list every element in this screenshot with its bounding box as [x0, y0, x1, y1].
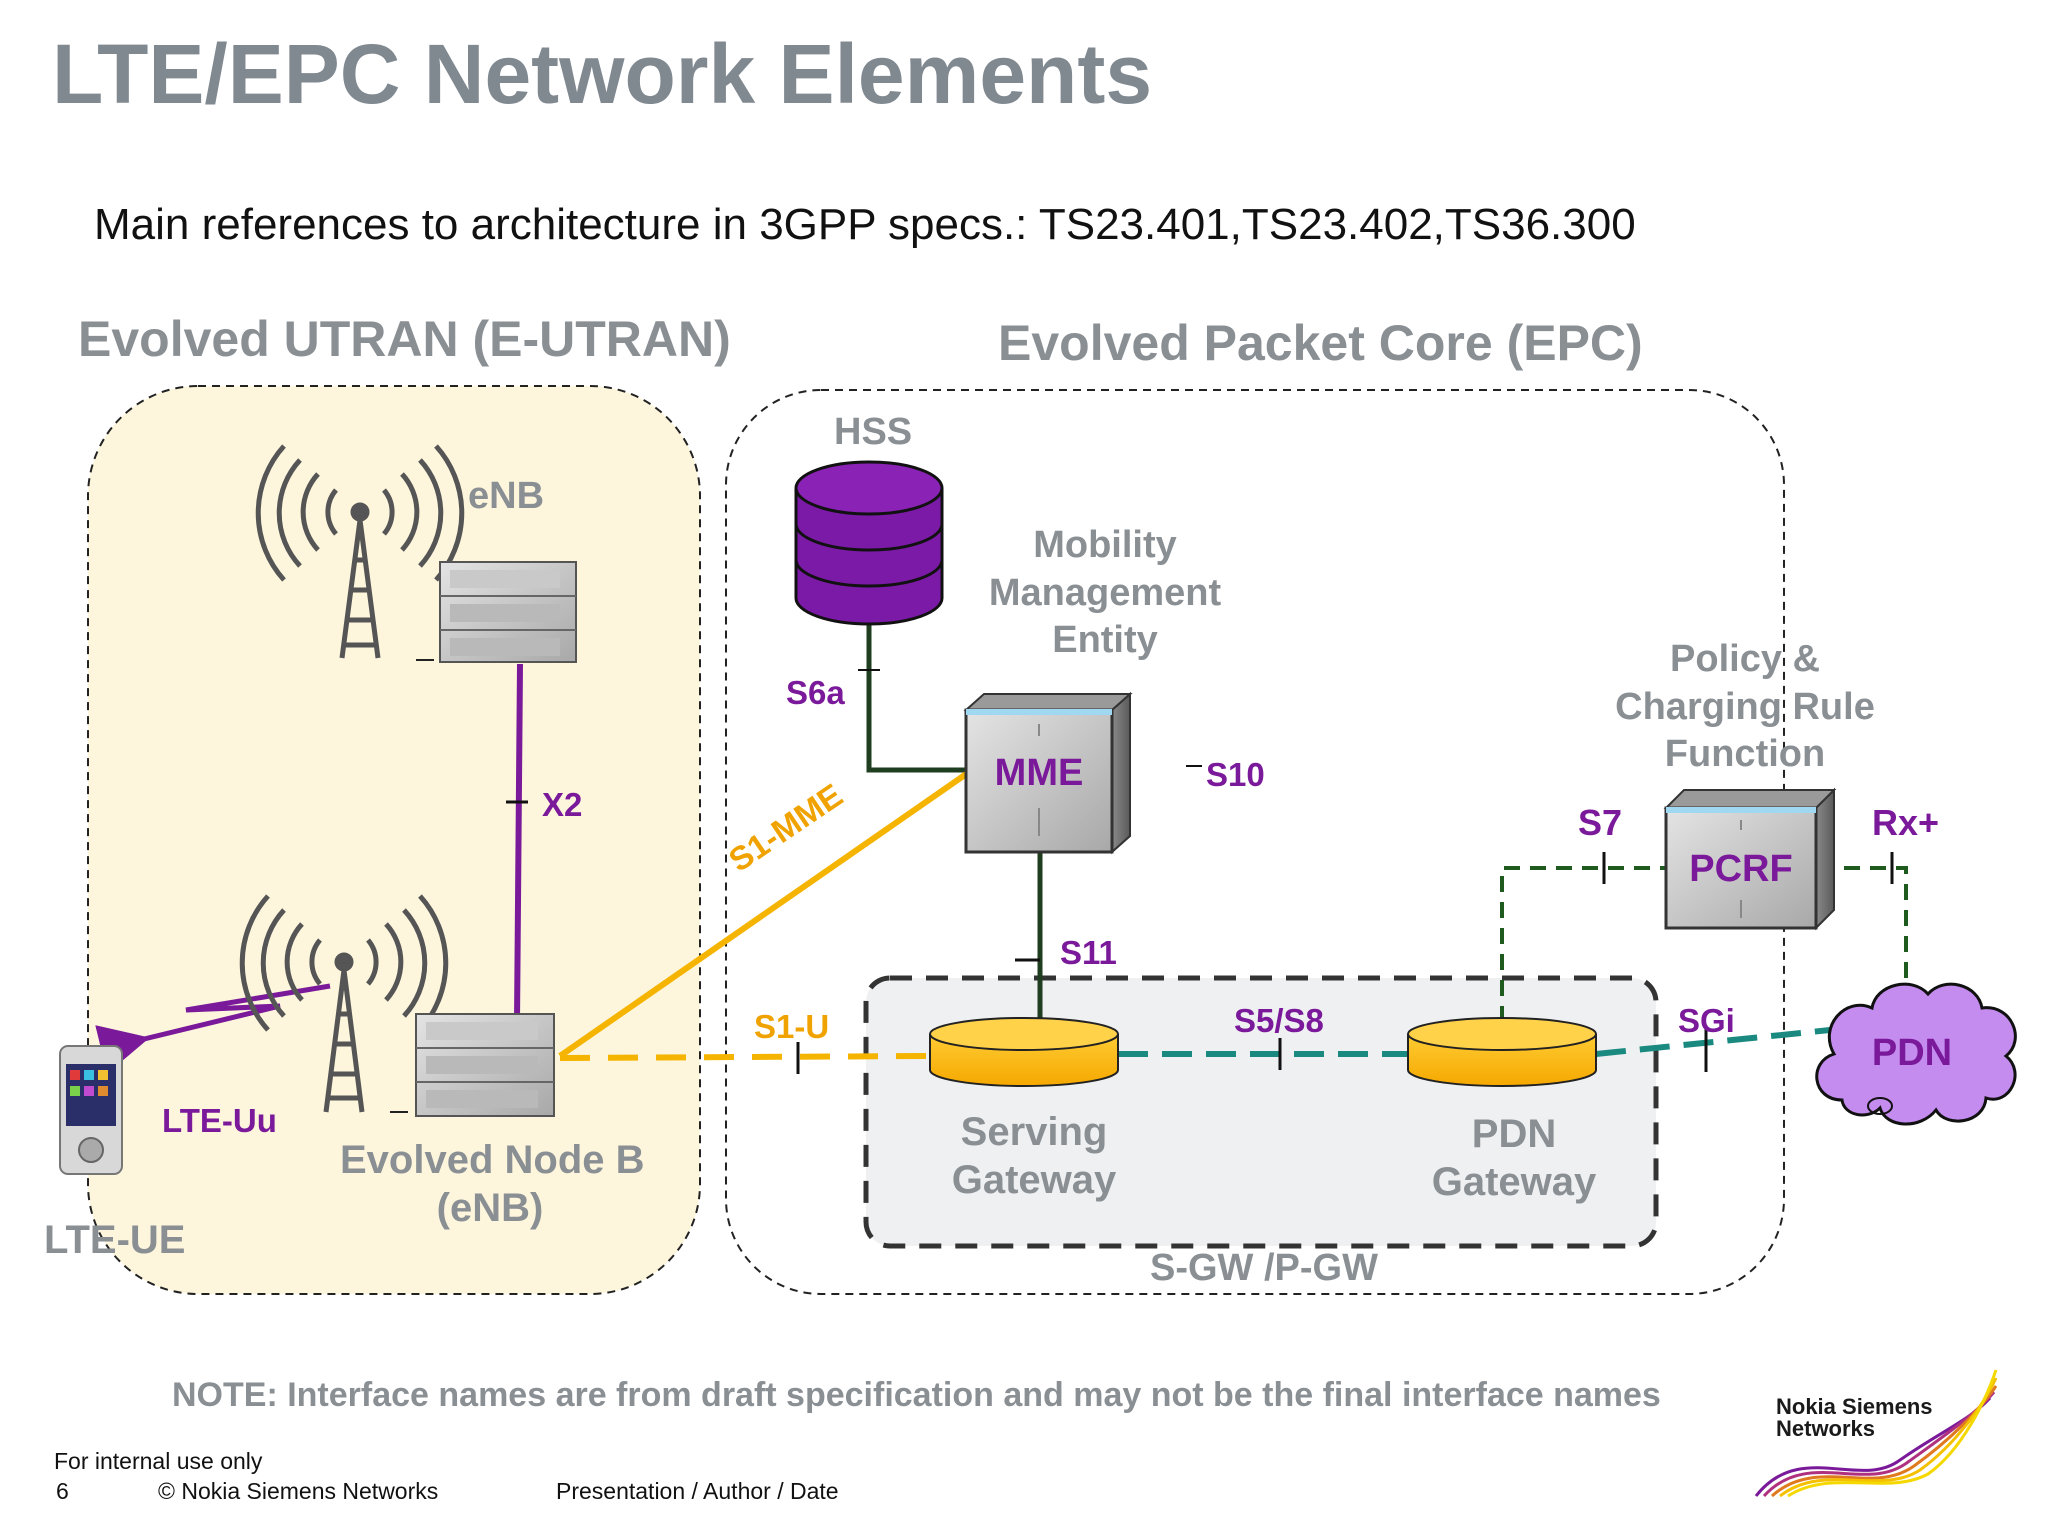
- mme-label: MME: [994, 752, 1084, 794]
- page-title: LTE/EPC Network Elements: [52, 27, 1153, 121]
- rx-label: Rx+: [1872, 802, 1940, 843]
- pdn-label: PDN: [1871, 1032, 1953, 1074]
- mme-box-icon: [963, 691, 1202, 855]
- gateway-group-label: S-GW /P-GW: [1150, 1247, 1378, 1289]
- ue-label: LTE-UE: [44, 1218, 186, 1262]
- footer-copyright: © Nokia Siemens Networks: [158, 1478, 439, 1504]
- s7-label: S7: [1578, 802, 1623, 843]
- s1-u-label: S1-U: [754, 1008, 830, 1045]
- s7-link: [1500, 866, 1668, 1022]
- hss-database-icon: [794, 460, 944, 626]
- serving-gateway-label: Serving Gateway: [951, 1110, 1117, 1202]
- hss-label: HSS: [834, 411, 913, 453]
- enb-top-rack-icon: [416, 561, 577, 663]
- x2-label: X2: [542, 786, 583, 823]
- x2-link: [514, 663, 523, 1023]
- pdn-gateway-icon: [1407, 1017, 1597, 1087]
- serving-gateway-icon: [929, 1017, 1119, 1087]
- note-text: NOTE: Interface names are from draft spe…: [172, 1376, 1661, 1414]
- pcrf-description: Policy & Charging Rule Function: [1615, 638, 1875, 775]
- lte-uu-link: [95, 983, 331, 1074]
- epc-title: Evolved Packet Core (EPC): [998, 315, 1643, 371]
- nsn-logo-text: Nokia Siemens Networks: [1776, 1394, 1933, 1441]
- pdn-gateway-label: PDN Gateway: [1431, 1112, 1597, 1204]
- enb-bottom-label: Evolved Node B (eNB): [340, 1138, 645, 1230]
- nsn-logo-icon: [1754, 1369, 1998, 1498]
- sgi-link: [1595, 1027, 1831, 1057]
- pcrf-box-icon: [1663, 787, 1837, 931]
- s6a-label: S6a: [786, 674, 845, 711]
- lte-uu-label: LTE-Uu: [162, 1102, 277, 1139]
- sgi-label: SGi: [1678, 1002, 1735, 1039]
- eutran-title: Evolved UTRAN (E-UTRAN): [78, 311, 731, 367]
- ue-phone-icon: [59, 1045, 123, 1175]
- pcrf-label: PCRF: [1689, 848, 1793, 890]
- s11-label: S11: [1060, 934, 1117, 971]
- enb-bottom-rack-icon: [390, 1013, 555, 1117]
- s10-label: S10: [1206, 756, 1265, 793]
- footer-page-number: 6: [56, 1478, 69, 1504]
- pdn-cloud-icon: [1815, 982, 2017, 1126]
- rx-link: [1818, 866, 1908, 996]
- enb-top-label: eNB: [468, 475, 545, 517]
- references-text: Main references to architecture in 3GPP …: [94, 200, 1636, 249]
- footer-presentation: Presentation / Author / Date: [556, 1478, 839, 1504]
- s5s8-label: S5/S8: [1234, 1002, 1324, 1039]
- footer-internal: For internal use only: [54, 1448, 263, 1474]
- s1-mme-link: [558, 767, 974, 1059]
- s1-u-link: [559, 1053, 931, 1061]
- mme-description: Mobility Management Entity: [988, 524, 1222, 661]
